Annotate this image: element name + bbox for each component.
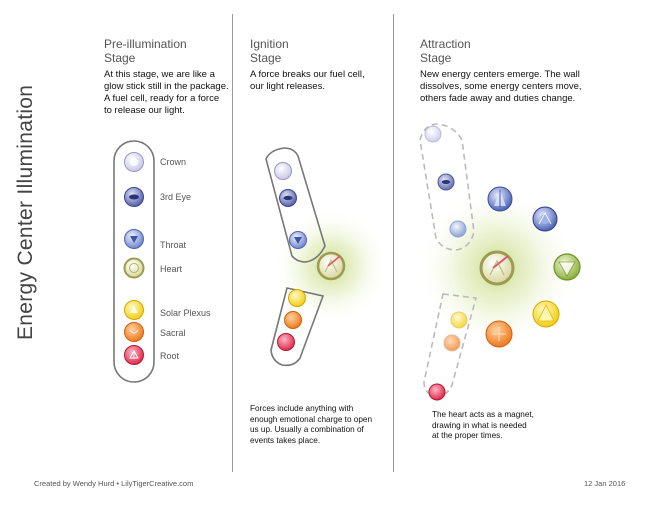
stage-title-pre-illumination: Pre-illumination Stage (104, 37, 187, 65)
stage-divider-2 (393, 14, 394, 472)
throat-icon (449, 220, 467, 238)
new-energy-center-blue-icon (487, 186, 513, 212)
stage-title-attraction: Attraction Stage (420, 37, 471, 65)
new-energy-center-orange-icon (485, 320, 513, 348)
stage-divider-1 (232, 14, 233, 472)
lower-broken-capsule (270, 287, 325, 367)
footer-date: 12 Jan 2016 (584, 479, 626, 488)
fuel-cell-capsule (113, 140, 155, 383)
solar-plexus-icon (450, 311, 468, 329)
upper-broken-capsule (265, 147, 326, 263)
label-third-eye: 3rd Eye (160, 192, 192, 202)
label-solar-plexus: Solar Plexus (160, 308, 211, 318)
crown-icon (274, 162, 292, 180)
sacral-icon (124, 322, 144, 342)
ignition-note: Forces include anything with enough emot… (250, 404, 372, 445)
root-icon (277, 333, 295, 351)
throat-icon (289, 231, 307, 249)
label-heart: Heart (160, 264, 183, 274)
solar-plexus-icon (288, 289, 306, 307)
third-eye-icon (279, 189, 297, 207)
dissolving-wall-lower (423, 293, 478, 398)
heart-icon (479, 250, 515, 286)
new-energy-center-purple-icon (532, 206, 558, 232)
sacral-icon (443, 334, 461, 352)
attraction-note: The heart acts as a magnet, drawing in w… (432, 410, 534, 440)
dissolving-wall-upper (419, 123, 475, 251)
new-energy-center-green-icon (553, 253, 581, 281)
stage-desc-pre-illumination: At this stage, we are like a glow stick … (104, 69, 229, 116)
new-energy-center-yellow-icon (532, 300, 560, 328)
label-throat: Throat (160, 240, 187, 250)
label-sacral: Sacral (160, 328, 186, 338)
third-eye-icon (437, 173, 455, 191)
stage-desc-ignition: A force breaks our fuel cell, our light … (250, 69, 365, 92)
solar-plexus-icon (124, 300, 144, 320)
throat-icon (124, 229, 144, 249)
root-icon (124, 345, 144, 365)
crown-icon (424, 125, 442, 143)
stage-title-ignition: Ignition Stage (250, 37, 289, 65)
sacral-icon (284, 311, 302, 329)
label-crown: Crown (160, 157, 187, 167)
stage-desc-attraction: New energy centers emerge. The wall diss… (420, 69, 582, 104)
footer-credit: Created by Wendy Hurd • LilyTigerCreativ… (34, 479, 194, 488)
heart-icon (123, 257, 145, 279)
third-eye-icon (124, 187, 144, 207)
root-icon (428, 383, 446, 401)
label-root: Root (160, 351, 180, 361)
crown-icon (124, 152, 144, 172)
heart-icon (316, 251, 346, 281)
